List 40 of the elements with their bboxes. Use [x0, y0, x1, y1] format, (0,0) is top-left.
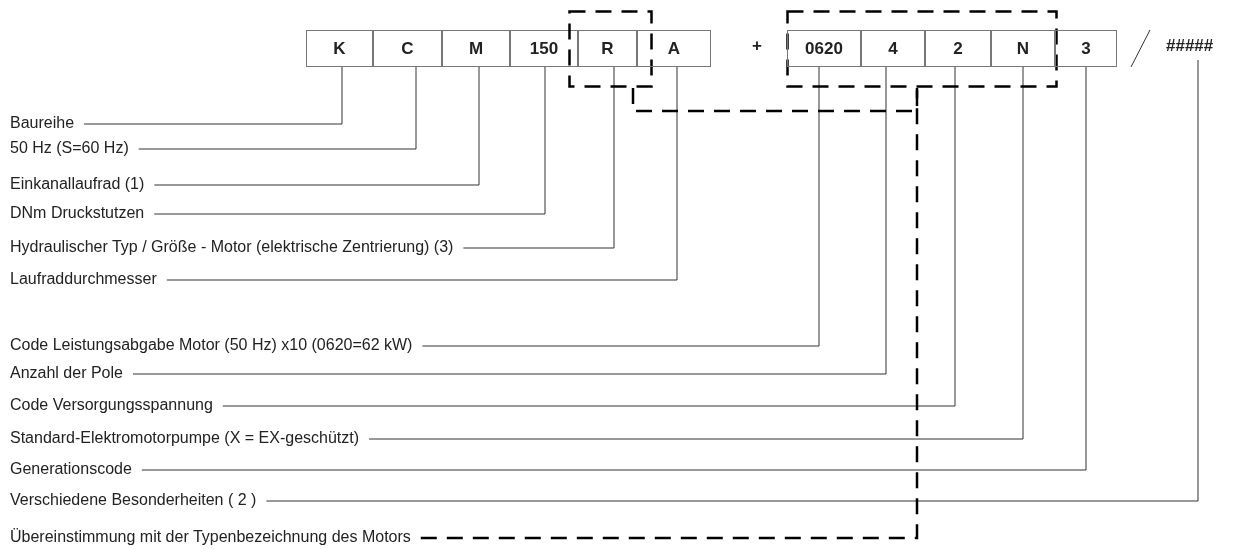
- dashed-leader-line: [631, 88, 919, 113]
- code-cell: C: [373, 30, 442, 67]
- legend-label: Baureihe: [10, 113, 75, 133]
- leader-line: [153, 66, 480, 186]
- code-cell: R: [578, 30, 637, 67]
- leader-line: [421, 66, 820, 347]
- leader-line: [138, 66, 417, 150]
- leader-line: [368, 66, 1024, 440]
- legend-label: DNm Druckstutzen: [10, 203, 145, 223]
- leader-line: [222, 66, 956, 407]
- code-cell: 2: [925, 30, 991, 67]
- leader-line: [166, 66, 678, 281]
- legend-label: Code Versorgungsspannung: [10, 395, 213, 415]
- placeholder-code: #####: [1166, 36, 1240, 60]
- legend-label: Standard-Elektromotorpumpe (X = EX-geschützt): [10, 428, 360, 448]
- legend-label: Hydraulischer Typ / Größe - Motor (elektrische Zentrierung) (3): [10, 237, 454, 257]
- leader-line: [265, 59, 1199, 502]
- legend-label: Code Leistungsabgabe Motor (50 Hz) x10 (0620=62 kW): [10, 335, 413, 355]
- code-cell: 3: [1055, 30, 1117, 67]
- legend-label: Anzahl der Pole: [10, 363, 123, 383]
- leader-line: [462, 66, 615, 249]
- code-cell: M: [442, 30, 510, 67]
- leader-line: [83, 66, 343, 125]
- leader-line: [132, 66, 887, 375]
- code-cell: 4: [861, 30, 925, 67]
- code-cell: 150: [510, 30, 578, 67]
- legend-label: Einkanallaufrad (1): [10, 174, 145, 194]
- legend-label: Generationscode: [10, 459, 132, 479]
- code-cell: 0620: [787, 30, 861, 67]
- plus-sign: +: [752, 36, 762, 56]
- legend-label: Laufraddurchmesser: [10, 269, 157, 289]
- dashed-leader-line: [420, 88, 919, 540]
- leader-line: [153, 66, 546, 215]
- code-cell: K: [306, 30, 373, 67]
- leader-line: [141, 66, 1087, 471]
- legend-label: Verschiedene Besonderheiten ( 2 ): [10, 490, 257, 510]
- code-cell: N: [991, 30, 1055, 67]
- code-cell: A: [637, 30, 711, 67]
- legend-label: Übereinstimmung mit der Typenbezeichnung des Motors: [10, 527, 411, 547]
- legend-label: 50 Hz (S=60 Hz): [10, 138, 129, 158]
